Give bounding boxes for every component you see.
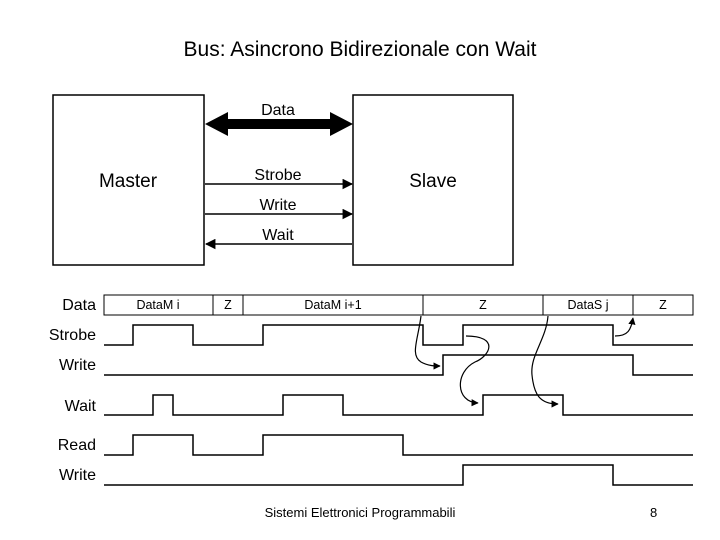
causal-arrow-1: [414, 315, 441, 370]
strobe-waveform: [104, 324, 693, 346]
bus-segment-z-2: Z: [479, 298, 487, 312]
bus-segment-z-1: Z: [224, 298, 232, 312]
timing-label-write-2: Write: [59, 467, 96, 484]
timing-label-data: Data: [62, 297, 96, 314]
bus-segment-datas-j: DataS j: [568, 298, 609, 312]
read-waveform: [104, 434, 693, 456]
causal-arrow-3: [531, 315, 559, 408]
timing-label-wait: Wait: [65, 398, 97, 415]
data-wire: [205, 112, 353, 136]
page-number: 8: [650, 505, 658, 520]
write2-waveform: [104, 464, 693, 486]
write-waveform: [104, 354, 693, 376]
data-bus-row: [103, 294, 694, 316]
wait-waveform: [104, 394, 693, 416]
bus-segment-datam-i: DataM i: [136, 298, 179, 312]
timing-label-strobe: Strobe: [49, 327, 96, 344]
wait-wire-label: Wait: [262, 227, 294, 244]
write-wire-label: Write: [259, 197, 296, 214]
causal-arrow-2: [459, 335, 490, 407]
slave-label: Slave: [409, 171, 457, 192]
master-box: [52, 94, 205, 266]
footer-text: Sistemi Elettronici Programmabili: [264, 505, 456, 520]
strobe-wire-label: Strobe: [254, 167, 301, 184]
timing-label-write: Write: [59, 357, 96, 374]
master-label: Master: [99, 171, 158, 192]
page-title: Bus: Asincrono Bidirezionale con Wait: [183, 38, 537, 61]
data-wire-label: Data: [261, 102, 295, 119]
bus-segment-datam-i1: DataM i+1: [304, 298, 361, 312]
timing-label-read: Read: [58, 437, 96, 454]
causal-arrow-4: [614, 317, 636, 337]
bus-segment-z-3: Z: [659, 298, 667, 312]
